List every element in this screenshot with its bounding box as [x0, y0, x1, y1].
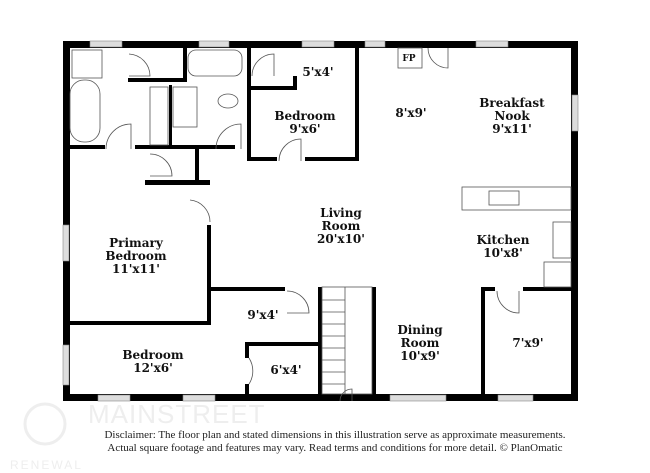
breakfast-nook-label-2: Nook: [494, 109, 530, 123]
closet-top-size: 5'x4': [302, 65, 333, 79]
dining-room-label-2: Room: [401, 336, 440, 350]
kitchen-size: 10'x8': [483, 246, 523, 260]
windows: [62, 40, 579, 402]
nook-area-size: 8'x9': [395, 106, 426, 120]
kitchen-label: Kitchen: [477, 233, 530, 247]
disclaimer: Disclaimer: The floor plan and stated di…: [60, 429, 610, 455]
door-swing: [496, 290, 520, 314]
vanity-icon: [149, 86, 169, 146]
fireplace-label: FP: [402, 54, 415, 64]
hall-size: 9'x4': [247, 308, 278, 322]
sink-icon: [488, 190, 520, 206]
door-swing: [251, 53, 275, 77]
breakfast-nook-size: 9'x11': [492, 122, 532, 136]
disclaimer-line-2: Actual square footage and features may v…: [107, 442, 563, 454]
dining-room-size: 10'x9': [400, 349, 440, 363]
living-room-label: Living: [320, 206, 362, 220]
tub-icon: [187, 49, 243, 77]
kitchen-counter: [461, 186, 572, 211]
bedroom-small-label: Bedroom: [274, 109, 335, 123]
toilet-icon: [217, 93, 239, 109]
breakfast-nook-label: Breakfast: [479, 96, 545, 110]
primary-bedroom-label: Primary: [109, 236, 164, 250]
bedroom-bottom-label: Bedroom: [122, 348, 183, 362]
fridge-icon: [543, 261, 572, 288]
dining-room-label: Dining: [397, 323, 443, 337]
door-swing: [339, 388, 353, 402]
watermark-logo: MAINSTREET RENEWAL: [10, 399, 266, 472]
disclaimer-line-1: Disclaimer: The floor plan and stated di…: [104, 429, 566, 441]
bathtub-icon: [69, 79, 101, 143]
vanity-icon-2: [172, 86, 198, 128]
door-swing: [189, 199, 211, 223]
primary-bedroom-label-2: Bedroom: [105, 249, 166, 263]
watermark-subtext: RENEWAL: [10, 458, 83, 472]
fireplace-icon: [397, 47, 423, 69]
door-swing: [105, 123, 132, 150]
closet-bottom-size: 6'x4': [270, 363, 301, 377]
door-swing: [248, 357, 254, 385]
living-room-label-2: Room: [322, 219, 361, 233]
stair-treads: [322, 287, 346, 394]
door-swing: [215, 123, 242, 150]
door-swing: [427, 47, 449, 69]
bedroom-small-size: 9'x6': [289, 122, 320, 136]
watermark-text: MAINSTREET: [88, 399, 266, 429]
bedroom-bottom-size: 12'x6': [133, 361, 173, 375]
room-7x9-size: 7'x9': [512, 336, 543, 350]
fixtures: [69, 47, 572, 402]
stairs: [321, 286, 373, 395]
shower-icon: [71, 49, 103, 79]
door-swing: [278, 138, 302, 162]
stove-icon: [552, 221, 572, 259]
door-swing: [149, 153, 173, 177]
walls: [63, 41, 578, 401]
primary-bedroom-size: 11'x11': [112, 262, 160, 276]
door-swing: [128, 53, 151, 77]
living-room-size: 20'x10': [317, 232, 365, 246]
room-labels: Breakfast Nook 9'x11' 8'x9' 5'x4' Bedroo…: [105, 65, 545, 377]
door-swing: [286, 290, 310, 314]
